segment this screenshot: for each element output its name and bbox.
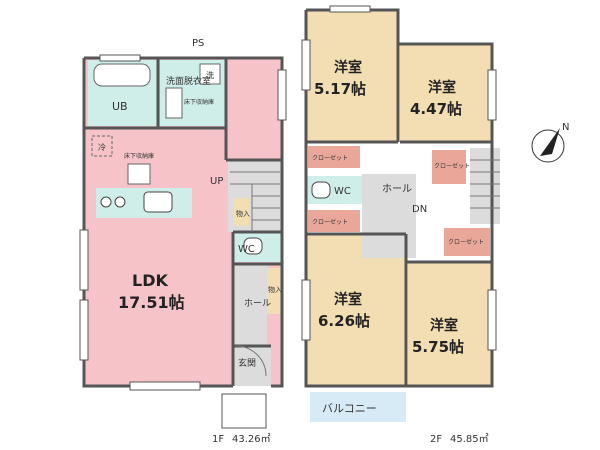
sink-icon xyxy=(165,87,183,119)
room1-size: 5.17帖 xyxy=(314,80,366,98)
storage-1f-a-area xyxy=(233,198,249,226)
kitchen-sink-icon xyxy=(143,191,173,213)
closet-2-area xyxy=(308,210,360,232)
room1-area xyxy=(306,10,398,142)
room3-area xyxy=(306,234,406,386)
north-label: N xyxy=(562,122,569,133)
closet-4-area xyxy=(444,228,490,256)
balcony-area xyxy=(310,392,406,422)
room3-size: 6.26帖 xyxy=(318,312,370,330)
fridge-icon xyxy=(91,135,113,157)
balcony-label: バルコニー xyxy=(322,402,377,415)
north-compass xyxy=(531,128,565,163)
ldk-size: 17.51帖 xyxy=(118,293,185,312)
bathtub-icon xyxy=(93,63,151,87)
stair-2f-area xyxy=(470,148,500,224)
closet-label-3: クローゼット xyxy=(434,162,470,170)
storage-label-2: 物入 xyxy=(268,285,282,294)
stove-icon xyxy=(100,196,112,208)
fridge-label: 冷 xyxy=(98,142,106,152)
room2-name: 洋室 xyxy=(428,79,456,96)
floor-1 xyxy=(79,54,287,429)
door-swing xyxy=(235,345,267,377)
room4-size: 5.75帖 xyxy=(412,338,464,356)
room4-name: 洋室 xyxy=(430,317,458,334)
dn-label: DN xyxy=(412,204,427,215)
washer-icon xyxy=(199,63,221,85)
storage-1f-b-area xyxy=(267,268,283,314)
windows-1f xyxy=(79,54,287,391)
room1-name: 洋室 xyxy=(334,59,362,76)
room4-area xyxy=(408,262,492,386)
floor1-area: 43.26㎡ xyxy=(232,433,271,445)
windows-2f xyxy=(301,5,497,351)
underfloor-label-2: 床下収納庫 xyxy=(124,152,154,160)
wash-small-label: 洗 xyxy=(206,70,214,80)
closet-label-1: クローゼット xyxy=(312,154,348,162)
floor1-label: 1F xyxy=(212,434,224,445)
floor-2 xyxy=(301,5,500,422)
up-label: UP xyxy=(210,176,223,187)
stairs-2f xyxy=(470,159,500,209)
storage-label-1: 物入 xyxy=(236,209,250,218)
compass-needle-icon xyxy=(540,128,560,156)
floor2-label: 2F xyxy=(430,434,442,445)
room2-area xyxy=(400,44,492,142)
toilet-2f-icon xyxy=(311,181,331,199)
washroom-label: 洗面脱衣室 xyxy=(166,75,211,87)
room3-name: 洋室 xyxy=(334,291,362,308)
room2-size: 4.47帖 xyxy=(410,100,462,118)
floor2-area: 45.85㎡ xyxy=(450,433,489,445)
closet-3-area xyxy=(432,150,466,184)
wc-2f-label: WC xyxy=(334,186,351,197)
hall-1f-area xyxy=(233,264,267,346)
hall-2f-label: ホール xyxy=(382,183,412,195)
stairs-1f xyxy=(230,171,280,232)
underfloor-hatch-icon xyxy=(127,163,151,185)
toilet-1f-icon xyxy=(243,237,263,255)
stove-icon xyxy=(114,196,126,208)
entrance-label: 玄関 xyxy=(238,357,256,369)
walls-2f xyxy=(304,8,494,388)
ub-label: UB xyxy=(112,100,128,113)
porch xyxy=(221,393,267,429)
wc-1f-label: WC xyxy=(238,244,255,255)
underfloor-label-1: 床下収納庫 xyxy=(184,98,214,106)
hall-1f-label: ホール xyxy=(244,298,271,309)
closet-1-area xyxy=(308,146,360,168)
closet-label-4: クローゼット xyxy=(448,238,484,246)
ldk-name: LDK xyxy=(132,271,168,290)
closet-label-2: クローゼット xyxy=(312,218,348,226)
ps-label: PS xyxy=(192,38,204,49)
